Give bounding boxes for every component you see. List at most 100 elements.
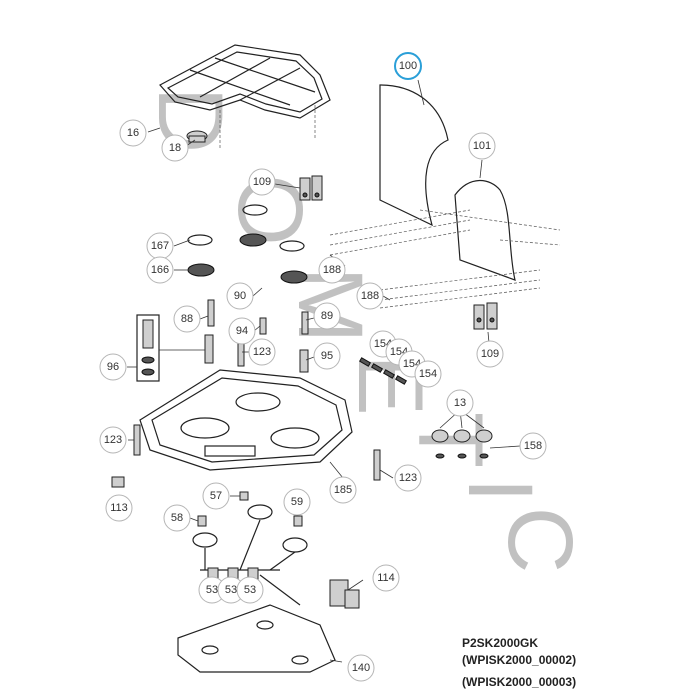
watermark-letter: C bbox=[489, 507, 591, 573]
callout-number: 100 bbox=[399, 60, 417, 72]
callout-number: 94 bbox=[236, 325, 248, 337]
glass-lid-rear bbox=[454, 179, 561, 281]
callout-circle bbox=[99, 353, 127, 381]
callout-number: 95 bbox=[321, 350, 333, 362]
callout-bubble: 188 bbox=[356, 282, 384, 310]
callout-bubble: 109 bbox=[248, 168, 276, 196]
callout-number: 96 bbox=[107, 361, 119, 373]
callout-number: 53 bbox=[225, 584, 237, 596]
callout-bubble: 185 bbox=[329, 476, 357, 504]
callout-bubble: 140 bbox=[347, 654, 375, 682]
pan-support-grid bbox=[159, 44, 331, 150]
callout-bubble: 113 bbox=[105, 494, 133, 522]
callout-circle bbox=[468, 132, 496, 160]
callout-number: 167 bbox=[151, 240, 169, 252]
callout-number: 123 bbox=[253, 346, 271, 358]
model-code-2: (WPISK2000_00003) bbox=[462, 675, 577, 689]
callout-number: 113 bbox=[110, 502, 128, 514]
control-knobs bbox=[431, 429, 493, 459]
callout-bubble: 100 bbox=[394, 52, 422, 80]
thermocouple-parts bbox=[204, 299, 309, 373]
callout-number: 109 bbox=[481, 348, 499, 360]
callout-number: 101 bbox=[473, 140, 491, 152]
side-screws bbox=[133, 424, 381, 481]
callout-number: 18 bbox=[169, 142, 181, 154]
callout-number: 114 bbox=[377, 572, 395, 584]
rubber-foot bbox=[186, 130, 208, 143]
callout-circle bbox=[248, 338, 276, 366]
model-number: P2SK2000GK bbox=[462, 636, 539, 650]
callout-circle bbox=[226, 282, 254, 310]
callout-circle bbox=[356, 282, 384, 310]
burner-cap-small-left bbox=[187, 234, 213, 246]
callout-bubble: 123 bbox=[248, 338, 276, 366]
callout-circle bbox=[161, 134, 189, 162]
callout-bubble: 123 bbox=[99, 426, 127, 454]
callout-circle bbox=[202, 482, 230, 510]
callout-circle bbox=[163, 504, 191, 532]
callout-bubble: 101 bbox=[468, 132, 496, 160]
callout-number: 59 bbox=[291, 496, 303, 508]
callout-number: 158 bbox=[524, 440, 542, 452]
callout-bubble: 18 bbox=[161, 134, 189, 162]
callout-number: 188 bbox=[361, 290, 379, 302]
callout-circle bbox=[446, 389, 474, 417]
callout-number: 58 bbox=[171, 512, 183, 524]
callout-bubble: 167 bbox=[146, 232, 174, 260]
hob-body bbox=[139, 369, 353, 471]
callout-circle bbox=[105, 494, 133, 522]
callout-bubble: 123 bbox=[394, 464, 422, 492]
callout-number: 57 bbox=[210, 490, 222, 502]
callout-number: 53 bbox=[206, 584, 218, 596]
glass-lid-front bbox=[379, 84, 561, 231]
callout-bubble: 94 bbox=[228, 317, 256, 345]
gas-rail bbox=[192, 491, 308, 606]
callout-bubble: 58 bbox=[163, 504, 191, 532]
callout-number: 89 bbox=[321, 310, 333, 322]
callout-circle bbox=[146, 256, 174, 284]
callout-bubble: 53 bbox=[236, 576, 264, 604]
callout-circle bbox=[394, 52, 422, 80]
callout-circle bbox=[347, 654, 375, 682]
callout-circle bbox=[236, 576, 264, 604]
callout-circle bbox=[318, 256, 346, 284]
callout-bubble: 158 bbox=[519, 432, 547, 460]
hinge-lower bbox=[473, 302, 498, 330]
callout-circle bbox=[372, 564, 400, 592]
callout-number: 16 bbox=[127, 127, 139, 139]
callout-bubble: 154 bbox=[414, 360, 442, 388]
callout-number: 88 bbox=[181, 313, 193, 325]
assembly-lines bbox=[329, 209, 541, 309]
callout-number: 154 bbox=[419, 368, 437, 380]
callout-number: 140 bbox=[352, 662, 370, 674]
callout-bubble: 96 bbox=[99, 353, 127, 381]
electrode-assembly bbox=[136, 314, 205, 382]
callout-circle bbox=[119, 119, 147, 147]
callout-number: 53 bbox=[244, 584, 256, 596]
callout-circle bbox=[99, 426, 127, 454]
callout-number: 166 bbox=[151, 264, 169, 276]
callout-circle bbox=[313, 342, 341, 370]
callout-number: 123 bbox=[399, 472, 417, 484]
base-plate bbox=[177, 604, 336, 673]
callout-circle bbox=[476, 340, 504, 368]
hinge-upper bbox=[299, 175, 323, 201]
callout-labels: 100 101 16 18 109 167 166 188 188 90 88 94 89 96 123 95… bbox=[99, 52, 547, 682]
callout-number: 90 bbox=[234, 290, 246, 302]
callout-number: 13 bbox=[454, 397, 466, 409]
leader-lines bbox=[127, 79, 521, 663]
callout-circle bbox=[313, 302, 341, 330]
callout-number: 185 bbox=[334, 484, 352, 496]
callout-number: 188 bbox=[323, 264, 341, 276]
watermark-letter: I bbox=[449, 477, 551, 503]
callout-bubble: 88 bbox=[173, 305, 201, 333]
callout-bubble: 90 bbox=[226, 282, 254, 310]
callout-bubble: 59 bbox=[283, 488, 311, 516]
callout-circle bbox=[414, 360, 442, 388]
callout-bubble: 57 bbox=[202, 482, 230, 510]
callout-circle bbox=[394, 464, 422, 492]
callout-number: 109 bbox=[253, 176, 271, 188]
burner-cap-small-right bbox=[279, 240, 305, 252]
burner-cap-small bbox=[242, 204, 268, 216]
